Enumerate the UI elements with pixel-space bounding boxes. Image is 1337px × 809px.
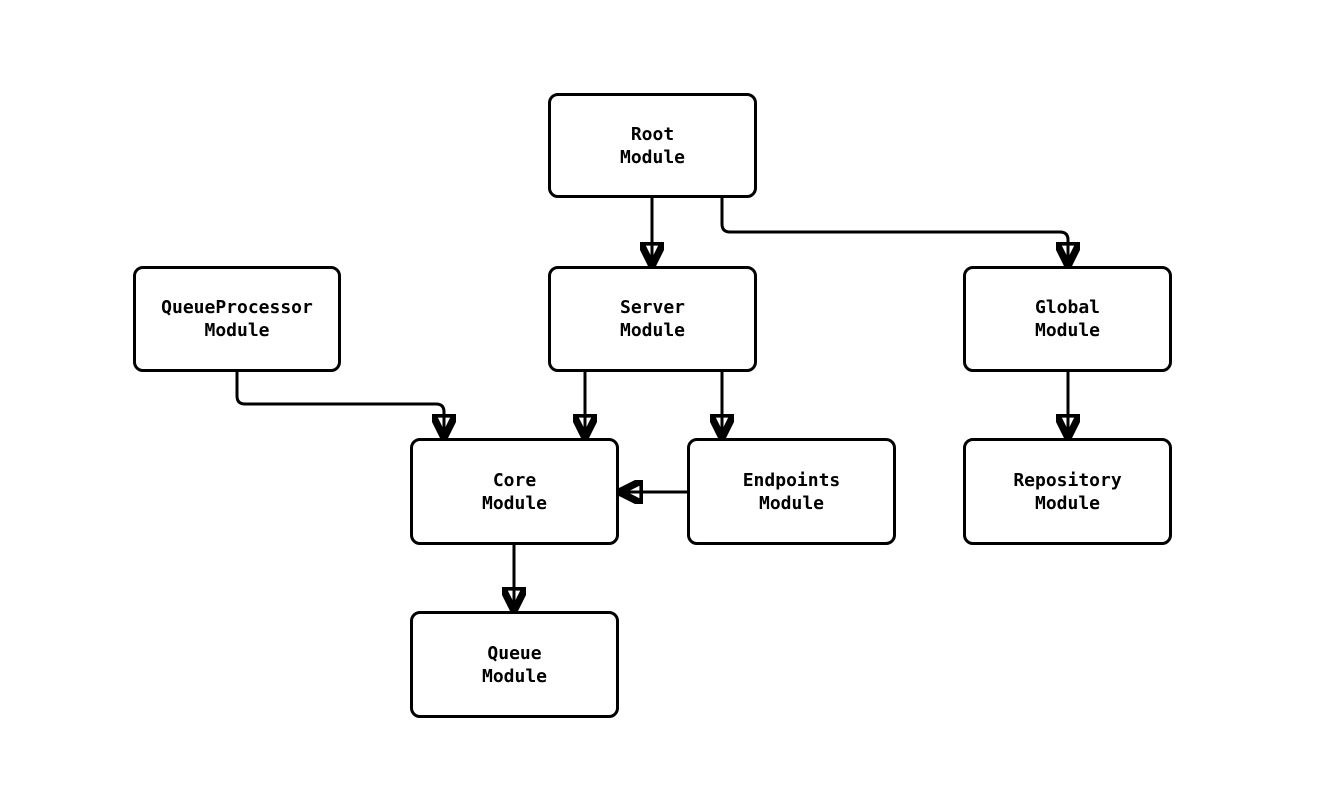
node-server-module: Server Module	[548, 266, 757, 372]
node-repository-module: Repository Module	[963, 438, 1172, 545]
node-label-line2: Module	[619, 146, 686, 168]
node-label-line2: Module	[1034, 320, 1101, 341]
node-label-line1: Repository	[1013, 469, 1122, 491]
node-label-line1: Root	[630, 123, 675, 145]
node-label-line2: Module	[619, 320, 686, 341]
node-queue-module: Queue Module	[410, 611, 619, 718]
edge-root-to-global	[720, 198, 1068, 266]
node-label-line2: Module	[481, 665, 548, 687]
node-global-module: Global Module	[963, 266, 1172, 372]
node-label-line1: QueueProcessor	[161, 297, 313, 318]
node-root-module: Root Module	[548, 93, 757, 198]
edge-queueprocessor-to-core	[235, 372, 444, 438]
node-label-line1: Server	[619, 297, 686, 318]
node-label-line2: Module	[758, 492, 825, 514]
node-label-line2: Module	[1034, 492, 1101, 514]
node-queueprocessor-module: QueueProcessor Module	[133, 266, 341, 372]
node-endpoints-module: Endpoints Module	[687, 438, 896, 545]
node-label-line2: Module	[481, 492, 548, 514]
node-label-line1: Core	[492, 469, 537, 491]
node-label-line2: Module	[204, 320, 270, 341]
node-label-line1: Endpoints	[742, 469, 841, 491]
node-core-module: Core Module	[410, 438, 619, 545]
node-label-line1: Global	[1034, 297, 1101, 318]
node-label-line1: Queue	[487, 642, 542, 664]
